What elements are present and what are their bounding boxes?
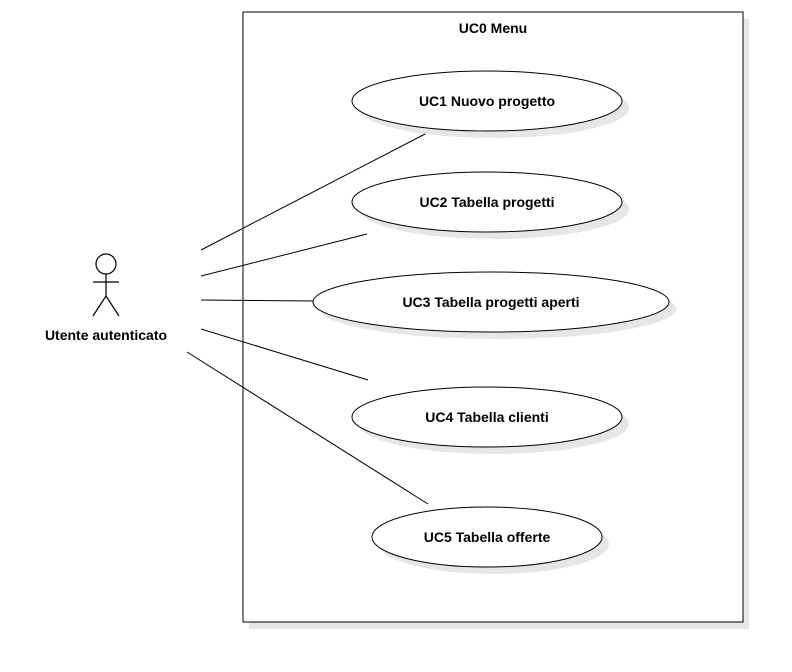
- use-case-label: UC2 Tabella progetti: [419, 194, 554, 210]
- association-uc2[interactable]: [200, 233, 368, 277]
- use-case-ellipse: [371, 506, 603, 568]
- use-case-uc4[interactable]: UC4 Tabella clienti: [351, 386, 629, 454]
- use-case-uc5[interactable]: UC5 Tabella offerte: [371, 506, 609, 574]
- use-case-ellipse: [351, 386, 623, 448]
- actor-utente-autenticato[interactable]: Utente autenticato: [45, 253, 167, 343]
- association-uc1[interactable]: [200, 132, 428, 251]
- actor-stick-figure-icon: [92, 253, 120, 317]
- use-case-uc3[interactable]: UC3 Tabella progetti aperti: [312, 271, 676, 339]
- use-case-ellipse: [351, 70, 623, 132]
- use-case-uc1[interactable]: UC1 Nuovo progetto: [351, 70, 629, 138]
- association-uc5[interactable]: [186, 351, 429, 505]
- actor-left-leg: [92, 295, 107, 317]
- association-uc4[interactable]: [200, 328, 369, 381]
- actor-label: Utente autenticato: [45, 327, 167, 343]
- use-case-label: UC4 Tabella clienti: [425, 409, 548, 425]
- associations: [186, 132, 429, 505]
- actor-head: [95, 253, 117, 275]
- use-case-uc2[interactable]: UC2 Tabella progetti: [351, 171, 629, 239]
- use-case-ellipse: [351, 171, 623, 233]
- use-case-ellipse: [312, 271, 670, 333]
- association-uc3[interactable]: [200, 299, 314, 302]
- use-case-label: UC3 Tabella progetti aperti: [402, 294, 579, 310]
- use-case-label: UC1 Nuovo progetto: [419, 93, 555, 109]
- actor-right-leg: [105, 295, 120, 317]
- system-boundary-title: UC0 Menu: [459, 20, 527, 36]
- use-case-label: UC5 Tabella offerte: [424, 529, 551, 545]
